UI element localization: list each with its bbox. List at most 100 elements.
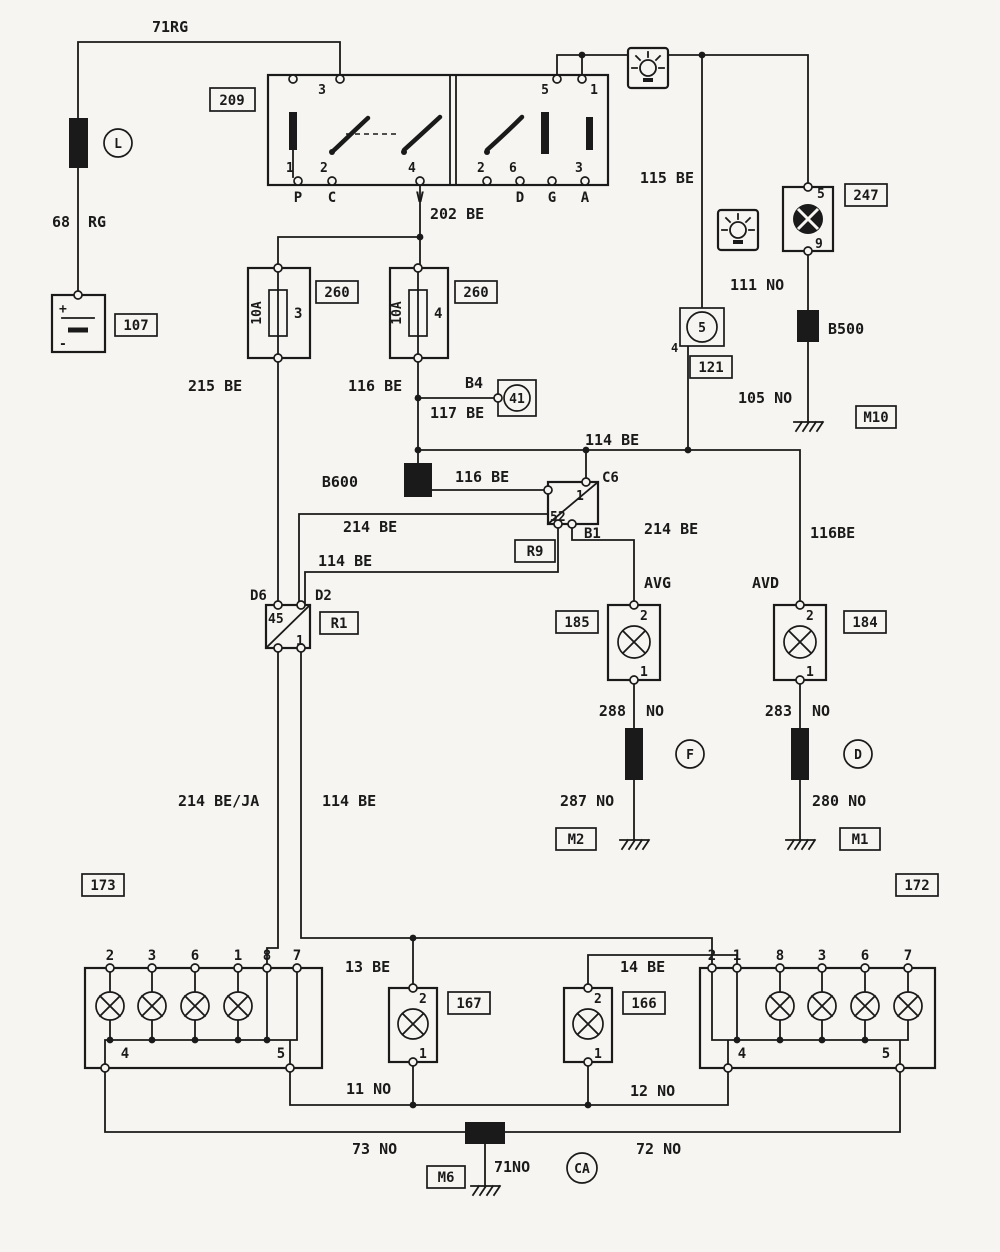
device-l-letter: L: [114, 137, 122, 152]
fuse-260-right: 10A 4 260: [388, 263, 498, 363]
terminal-label: 1: [733, 948, 741, 964]
terminal-1: 1: [640, 665, 648, 680]
indicator-lamp-icon: [626, 46, 670, 90]
lamp-167: 2 1 167: [387, 983, 491, 1067]
wire-114be-bus: [417, 345, 801, 606]
label-114be-a: 114 BE: [585, 431, 639, 449]
ref-r1: R1: [331, 616, 348, 632]
label-116be-c: 116BE: [810, 524, 855, 542]
switch-assembly-209: 3 5 1 1 2 4 2 6 3 P C V D G A 209: [209, 73, 610, 206]
terminal-5-top: 5: [541, 83, 549, 98]
connector-m6: [465, 1122, 505, 1144]
marker-d: D: [843, 739, 873, 769]
label-avg: AVG: [644, 574, 671, 592]
terminal-5-inner: 5: [698, 321, 706, 336]
fuse-rating: 10A: [250, 301, 265, 325]
terminal-label: 7: [293, 948, 301, 964]
label-288: 288: [599, 702, 626, 720]
marker-ca: CA: [566, 1152, 598, 1184]
battery-minus: -: [59, 337, 67, 352]
lamp-41: B4 117 BE 41: [430, 374, 537, 422]
label-avd: AVD: [752, 574, 779, 592]
label-b600: B600: [322, 473, 358, 491]
label-280no: 280 NO: [812, 792, 866, 810]
label-14be: 14 BE: [620, 958, 665, 976]
switch-lever: [329, 115, 371, 155]
battery-107: + - 107: [50, 290, 158, 354]
pin-d: D: [516, 190, 524, 206]
ref-m2: M2: [568, 832, 585, 848]
wire-115be-run: [556, 54, 809, 423]
pin-p: P: [294, 190, 302, 206]
label-b500: B500: [828, 320, 864, 338]
relay-sub: 1: [296, 634, 304, 649]
label-wire-71rg: 71RG: [152, 18, 188, 36]
foglamp-184: 2 1 184: [772, 600, 887, 685]
ref-box-209: [209, 87, 256, 112]
label-11no: 11 NO: [346, 1080, 391, 1098]
label-13be: 13 BE: [345, 958, 390, 976]
wire-114be-r1: [304, 523, 559, 606]
ref-box-173: [81, 873, 125, 897]
sensor-121: 5 4 121: [671, 307, 733, 379]
label-114be-b: 114 BE: [318, 552, 372, 570]
marker-ca-letter: CA: [574, 1162, 590, 1177]
label-d6: D6: [250, 588, 267, 604]
label-rg: RG: [88, 213, 106, 231]
ref-box-167: [447, 991, 491, 1015]
ref-260-left: 260: [324, 285, 349, 301]
terminal-4: 4: [738, 1046, 746, 1062]
label-c6: C6: [602, 470, 619, 486]
ref-166: 166: [631, 996, 656, 1012]
relay-r9: 1 52 C6 B1 R9: [514, 470, 619, 563]
device-l-marker: L: [103, 128, 133, 158]
ref-box-247: [844, 183, 888, 207]
ref-m6: M6: [438, 1170, 455, 1186]
wire-214be-avg: [571, 523, 635, 606]
label-283-no: NO: [812, 702, 830, 720]
ref-box-166: [622, 991, 666, 1015]
foglamp-185: 2 1 185: [555, 600, 662, 685]
ref-box-r9: [514, 539, 556, 563]
ref-172: 172: [904, 878, 929, 894]
terminal-label: 2: [708, 948, 716, 964]
terminal-5: 5: [817, 187, 825, 202]
ref-260-right: 260: [463, 285, 488, 301]
ref-167: 167: [456, 996, 481, 1012]
label-287no: 287 NO: [560, 792, 614, 810]
ref-209: 209: [219, 93, 244, 109]
terminal-5: 5: [882, 1046, 890, 1062]
label-12no: 12 NO: [630, 1082, 675, 1100]
switch-lever: [401, 114, 443, 153]
indicator-lamp-icon: [716, 208, 760, 252]
ref-185: 185: [564, 615, 589, 631]
ref-121: 121: [698, 360, 723, 376]
label-68: 68: [52, 213, 70, 231]
terminal-2b: 2: [477, 161, 485, 176]
label-116be-a: 116 BE: [348, 377, 402, 395]
label-283: 283: [765, 702, 792, 720]
ref-247: 247: [853, 188, 878, 204]
relay-r1: D6 D2 45 1 R1: [250, 588, 359, 653]
ref-107: 107: [123, 318, 148, 334]
terminal-1: 1: [419, 1047, 427, 1062]
ref-184: 184: [852, 615, 877, 631]
contact-bar: [289, 112, 297, 150]
ref-173: 173: [90, 878, 115, 894]
ref-box-m2: [555, 827, 597, 851]
label-b1: B1: [584, 526, 601, 542]
lamp-166: 2 1 166: [562, 983, 666, 1067]
label-114be-c: 114 BE: [322, 792, 376, 810]
battery-plus: +: [59, 302, 67, 317]
ref-box-184: [843, 610, 887, 634]
fuse-rating: 10A: [390, 301, 405, 325]
ref-box-172: [895, 873, 939, 897]
terminal-4: 4: [671, 341, 678, 355]
lamp-cluster-left: 2 3 6 1 8 7 4 5: [83, 948, 324, 1073]
wire-71rg: [77, 41, 341, 296]
fuse-260-left: 10A 3 260: [246, 263, 359, 363]
fuse-terminal: 4: [434, 306, 442, 322]
terminal-5: 5: [277, 1046, 285, 1062]
ref-box-m1: [839, 827, 881, 851]
